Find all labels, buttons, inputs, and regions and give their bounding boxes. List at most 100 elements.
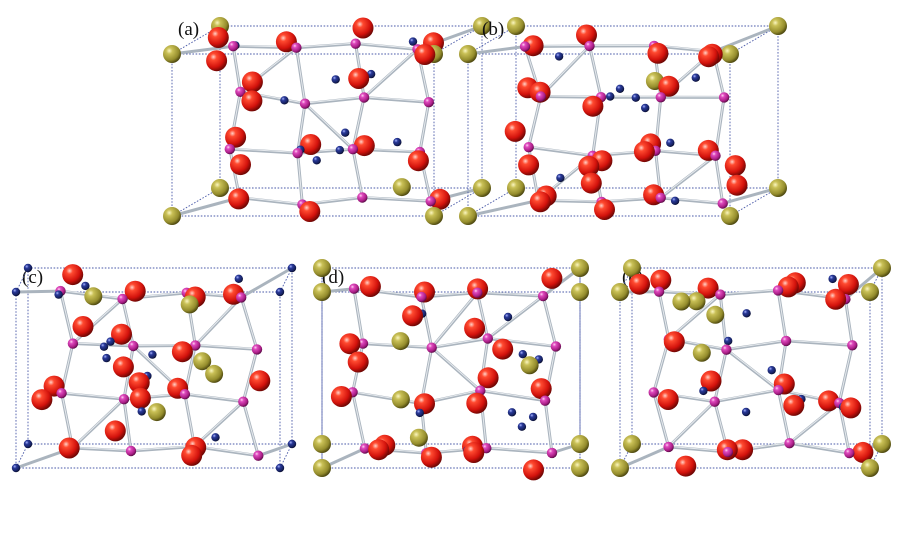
oxygen-atom [225, 126, 247, 148]
magenta-atom [251, 344, 263, 355]
oxygen-atom [241, 90, 263, 112]
magenta-atom [717, 198, 728, 209]
navy-atom [335, 145, 344, 155]
oxygen-atom [578, 155, 600, 177]
bond-highlight [59, 290, 74, 344]
oxygen-atom [58, 437, 80, 459]
bond [713, 388, 780, 404]
bond-highlight [725, 348, 779, 390]
oxygen-atom [492, 338, 514, 360]
oxygen-atom [724, 155, 746, 177]
bond-highlight [658, 290, 670, 340]
cell-edge [467, 187, 517, 217]
olive-atom [313, 435, 331, 453]
oxygen-atom [697, 277, 719, 299]
oxygen-atom [359, 276, 381, 297]
oxygen-atom [732, 439, 754, 461]
oxygen-atom [111, 323, 132, 345]
olive-atom [571, 435, 589, 453]
magenta-atom [780, 335, 792, 347]
bond-highlight [668, 400, 716, 447]
bond-highlight [719, 289, 779, 295]
bond-highlight [420, 295, 433, 348]
bond-highlight [130, 445, 196, 451]
oxygen-atom [837, 274, 859, 295]
magenta-atom [546, 447, 558, 459]
oxygen-atom [348, 68, 370, 89]
oxygen-atom [241, 71, 263, 93]
olive-atom [84, 287, 103, 306]
unit-cell-a [163, 17, 491, 225]
oxygen-atom [580, 172, 602, 194]
olive-atom [313, 283, 331, 301]
oxygen-atom [249, 370, 271, 392]
bond-highlight [240, 296, 258, 350]
bond [475, 291, 545, 298]
bond [430, 337, 490, 350]
olive-atom [861, 459, 879, 477]
cell-edge [279, 443, 293, 469]
navy-atom [503, 312, 513, 322]
olive-atom [520, 356, 539, 375]
magenta-atom [426, 342, 437, 353]
navy-atom [615, 84, 625, 93]
unit-cell-d [313, 259, 589, 481]
olive-atom [721, 45, 739, 63]
bond-highlight [487, 294, 544, 339]
bond-highlight [419, 101, 430, 152]
navy-atom [54, 290, 63, 299]
oxygen-atom [522, 35, 544, 57]
bond-highlight [297, 152, 303, 205]
oxygen-atom [228, 188, 250, 210]
olive-atom [507, 17, 525, 35]
bond-highlight [528, 95, 542, 148]
bond-highlight [660, 154, 716, 198]
magenta-atom [228, 41, 239, 52]
oxygen-atom [518, 154, 540, 176]
olive-atom [409, 428, 428, 447]
oxygen-atom [783, 394, 805, 416]
magenta-atom [359, 443, 371, 454]
olive-atom [507, 179, 525, 197]
cell-edge [171, 187, 221, 217]
bond-highlight [352, 391, 366, 449]
bond-highlight [239, 196, 303, 205]
navy-atom [275, 287, 285, 297]
olive-atom [391, 332, 410, 351]
bond-highlight [355, 42, 419, 50]
unit-cell-c [11, 263, 297, 473]
oxygen-atom [777, 276, 799, 298]
bond [60, 391, 126, 401]
oxygen-atom [339, 333, 361, 355]
magenta-atom [550, 341, 562, 352]
bond [71, 446, 133, 453]
olive-atom [392, 178, 411, 197]
magenta-atom [718, 92, 730, 103]
oxygen-atom [466, 392, 488, 414]
magenta-atom [784, 438, 795, 449]
navy-atom [670, 196, 680, 205]
bond-highlight [242, 400, 259, 456]
bond [659, 196, 725, 205]
olive-atom [205, 364, 224, 383]
bond-highlight [304, 96, 365, 104]
bond [14, 289, 62, 294]
olive-atom [611, 459, 629, 477]
bond [466, 44, 527, 56]
olive-atom [163, 207, 181, 225]
unit-cell-e [611, 259, 891, 477]
magenta-atom [472, 287, 483, 298]
bond [303, 95, 366, 106]
bond-highlight [295, 42, 357, 48]
bond [724, 339, 788, 352]
oxygen-atom [31, 389, 53, 411]
bond-highlight [844, 298, 853, 346]
oxygen-atom [633, 141, 655, 163]
bond-highlight [476, 291, 544, 296]
bond [351, 390, 423, 406]
magenta-atom [125, 445, 137, 457]
olive-atom [706, 305, 725, 324]
navy-atom [631, 93, 640, 102]
navy-atom [234, 274, 243, 283]
